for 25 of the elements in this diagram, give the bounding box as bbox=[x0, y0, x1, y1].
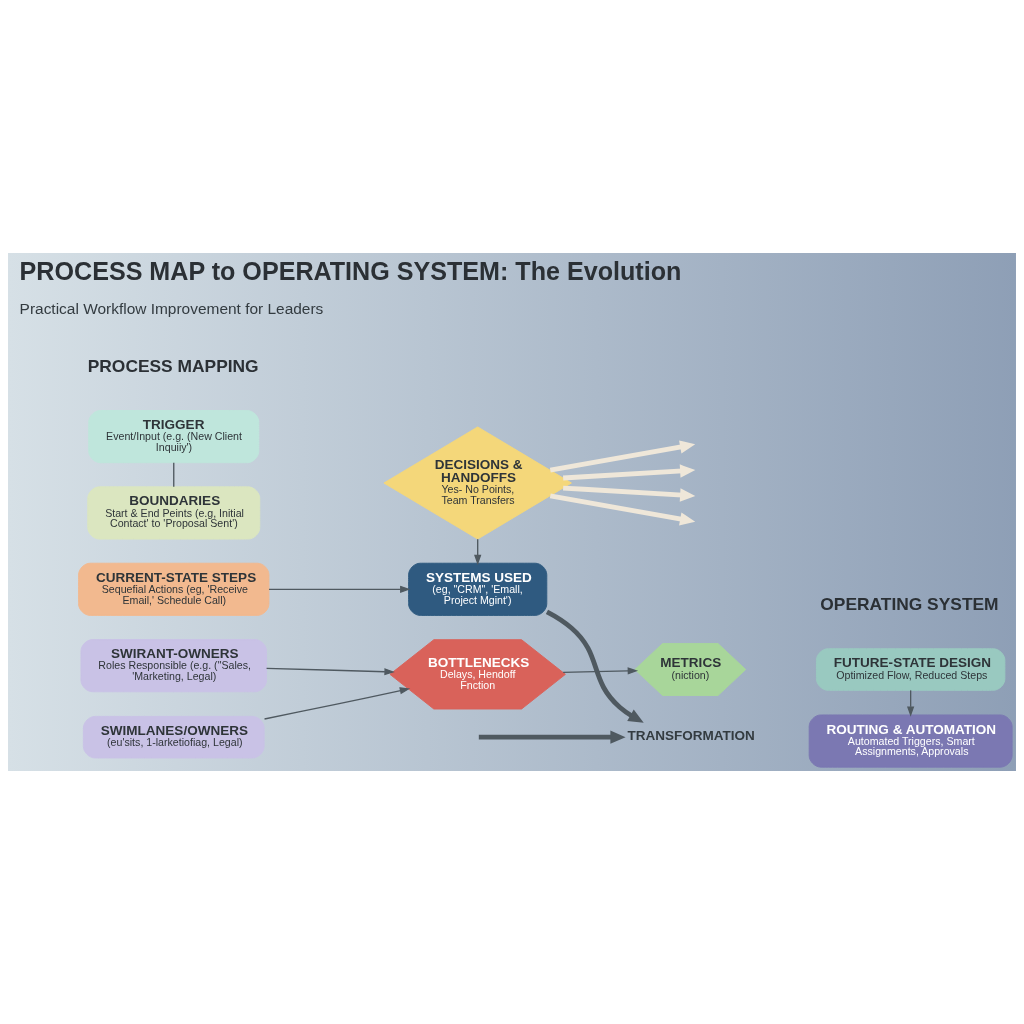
node-box: SYSTEMS USED (eg, "CRM", 'Emall, Project Mgint') bbox=[408, 562, 548, 616]
arrow bbox=[478, 730, 626, 744]
node-diamond: DECISIONS & HANDOFFS Yes- No Points, Team Transfers bbox=[383, 426, 572, 540]
node-box: FUTURE-STATE DESIGN Optimized Flow, Reduced Steps bbox=[815, 648, 1006, 691]
node-box: SWIRANT-OWNERS Roles Responsible (e.g. ("Sales, 'Marketing, Legal) bbox=[80, 639, 267, 693]
arrow bbox=[562, 667, 639, 675]
node-box: BOUNDARIES Start & End Peints (e.g, Initial Contact' to 'Proposal Sent') bbox=[87, 486, 261, 540]
node-box: CURRENT-STATE STEPS Sequefial Actions (eg, 'Receive Email,' Schedule Call) bbox=[78, 562, 270, 616]
diagram-title: PROCESS MAP to OPERATING SYSTEM: The Evolution bbox=[19, 256, 682, 285]
node-box: SWIMLANES/OWNERS (eu'sits, 1-larketiofiag, Legal) bbox=[82, 715, 265, 759]
arrow bbox=[563, 485, 696, 502]
arrow bbox=[268, 585, 411, 593]
arrow bbox=[549, 493, 696, 526]
label: OPERATING SYSTEM bbox=[820, 593, 999, 614]
node-box: TRIGGER Event/Input (e.g. (New Client Inquiiy') bbox=[88, 410, 260, 464]
arrow bbox=[563, 464, 696, 481]
arrow bbox=[265, 667, 395, 676]
arrow bbox=[263, 687, 411, 720]
node-text: TRANSFORMATION bbox=[627, 727, 755, 743]
arrow bbox=[549, 440, 696, 473]
connector bbox=[173, 462, 175, 488]
node-box: ROUTING & AUTOMATION Automated Triggers, Smart Assignments, Approvals bbox=[808, 714, 1013, 768]
label: PROCESS MAPPING bbox=[87, 356, 259, 377]
label: Practical Workflow Improvement for Leaders bbox=[19, 299, 324, 317]
arrow bbox=[545, 609, 644, 723]
